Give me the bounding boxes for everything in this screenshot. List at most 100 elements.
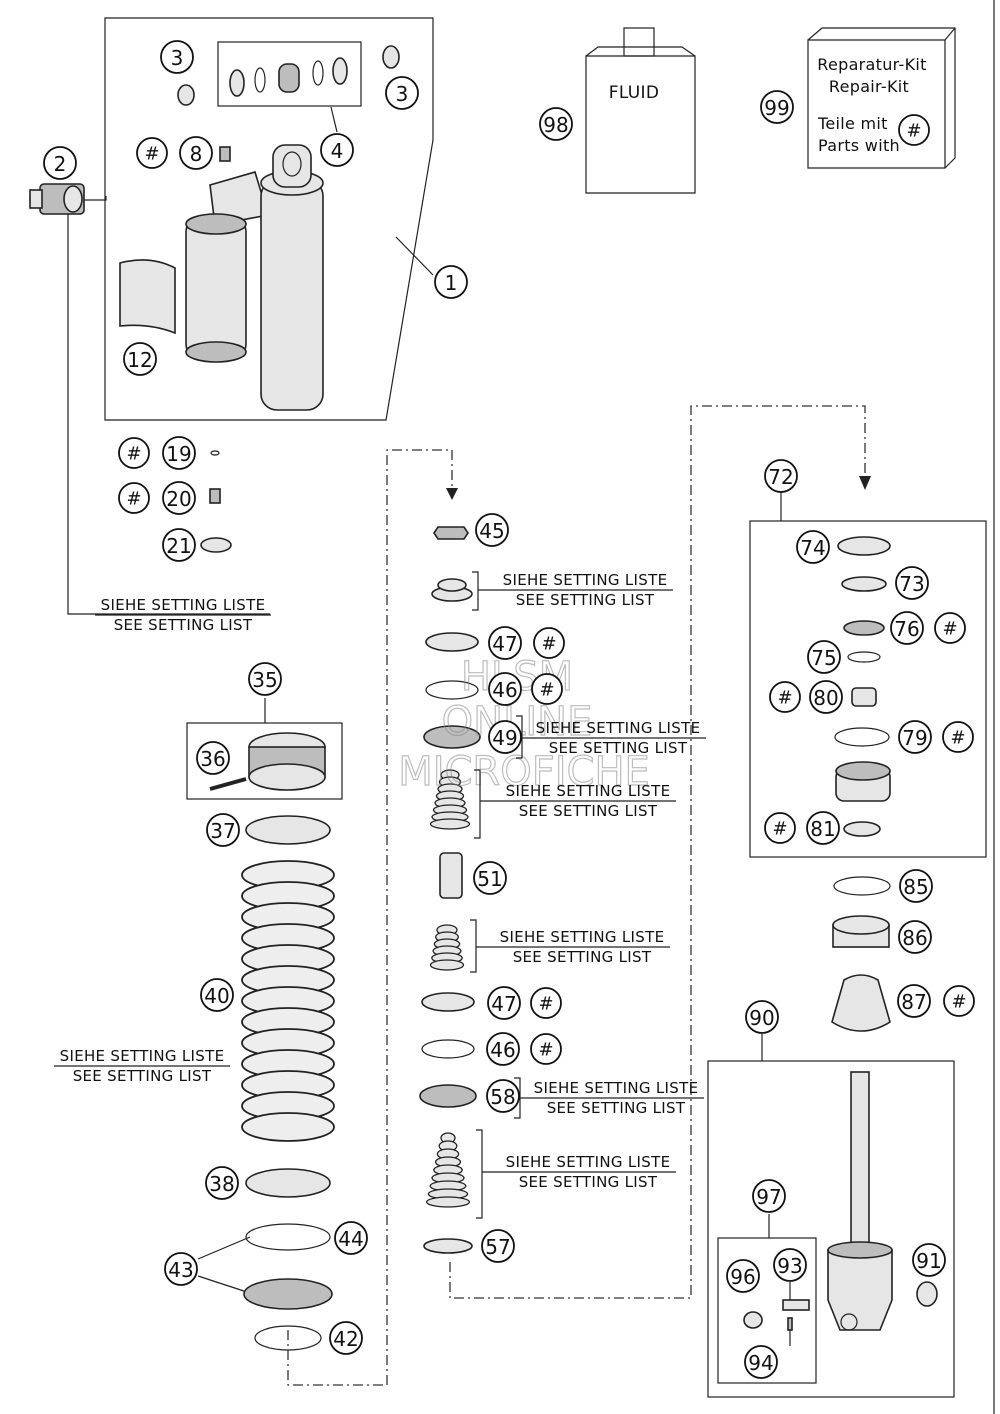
repair-kit-marker: #: [769, 681, 801, 713]
callout-44: 44: [334, 1221, 368, 1255]
callout-12: 12: [123, 342, 157, 376]
part-44-ring: [245, 1223, 331, 1251]
part-96-cap: [743, 1311, 763, 1329]
callout-label: 87: [901, 990, 926, 1014]
callout-label: 75: [811, 646, 836, 670]
part-58-piston: [419, 1084, 477, 1108]
callout-8: 8: [179, 136, 213, 170]
part-8-screw: [219, 146, 231, 162]
callout-46: 46: [488, 672, 522, 706]
part-47-ring-top: [425, 632, 479, 652]
setting-note-en: SEE SETTING LIST: [114, 616, 253, 634]
callout-76: 76: [890, 611, 924, 645]
part-38-washer: [245, 1168, 331, 1198]
callout-label: 1: [445, 271, 458, 295]
callout-73: 73: [895, 566, 929, 600]
callout-label: 36: [200, 747, 225, 771]
callout-4: 4: [320, 133, 354, 167]
setting-note-en: SEE SETTING LIST: [513, 948, 652, 966]
repair-kit-marker: #: [764, 812, 796, 844]
part-74-ring: [837, 536, 891, 556]
part-81-bushing: [843, 821, 881, 837]
callout-label: 4: [331, 139, 344, 163]
repair-kit-marker: #: [934, 612, 966, 644]
callout-label: 42: [333, 1327, 358, 1351]
part-2-valve: [29, 183, 85, 215]
marker-label: #: [772, 819, 787, 840]
repair-kit-line-3: Teile mit: [817, 114, 888, 133]
marker-label: #: [538, 994, 553, 1015]
setting-note-en: SEE SETTING LIST: [547, 1099, 686, 1117]
callout-label: 46: [492, 678, 517, 702]
callout-label: 35: [252, 668, 277, 692]
routing-lines: [29, 106, 871, 1386]
setting-note-en: SEE SETTING LIST: [549, 739, 688, 757]
repair-kit-marker: #: [530, 987, 562, 1019]
watermark-line-3: MICROFICHE: [398, 749, 650, 795]
arrow-down-left: [446, 488, 458, 500]
part-80-bushing: [851, 687, 877, 707]
callout-label: 97: [756, 1185, 781, 1209]
setting-note-de: SIEHE SETTING LISTE: [506, 1153, 671, 1171]
repair-markers: #############: [118, 114, 975, 1065]
callout-label: 96: [730, 1265, 755, 1289]
part-19-o-ring: [210, 450, 220, 456]
callout-label: 49: [492, 726, 517, 750]
dash-route-bottom: [287, 1330, 387, 1386]
repair-kit-line-2: Repair-Kit: [829, 77, 909, 96]
repair-kit-line-1: Reparatur-Kit: [817, 55, 926, 74]
leader-2: [67, 200, 270, 615]
callout-label: 45: [479, 519, 504, 543]
callout-2: 2: [43, 146, 77, 180]
frames: [104, 0, 995, 1414]
callout-58: 58: [486, 1079, 520, 1113]
callout-72: 72: [764, 459, 798, 493]
callout-label: 8: [190, 142, 203, 166]
marker-label: #: [126, 444, 141, 465]
callout-label: 47: [492, 632, 517, 656]
callout-label: 57: [485, 1235, 510, 1259]
text-labels: FLUID Reparatur-Kit Repair-Kit Teile mit…: [609, 55, 927, 155]
callout-label: 81: [810, 817, 835, 841]
repair-kit-marker: #: [942, 721, 974, 753]
part-20-valve: [209, 488, 221, 504]
part-75-ring: [847, 651, 881, 663]
marker-label: #: [942, 619, 957, 640]
callout-43: 43: [164, 1252, 198, 1286]
callout-97: 97: [752, 1179, 786, 1213]
callout-label: 38: [209, 1172, 234, 1196]
callout-80: 80: [809, 680, 843, 714]
bleeder-kit-frame: [717, 1237, 817, 1384]
leader-43a: [197, 1236, 251, 1260]
part-76-seal: [843, 620, 885, 636]
part-90-piston-rod: [827, 1071, 893, 1331]
callout-46: 46: [486, 1032, 520, 1066]
marker-label: #: [777, 688, 792, 709]
callout-38: 38: [205, 1166, 239, 1200]
callout-label: 93: [777, 1254, 802, 1278]
part-1-shock-body: [185, 144, 324, 411]
callout-label: 40: [204, 984, 229, 1008]
part-49-piston: [423, 725, 481, 749]
dash-route-right: [449, 405, 866, 1299]
part-87-bumper: [831, 974, 891, 1032]
seal-kit-frame: [217, 41, 362, 107]
callout-3: 3: [385, 76, 419, 110]
callout-label: 20: [166, 487, 191, 511]
callout-42: 42: [329, 1321, 363, 1355]
callout-49: 49: [488, 720, 522, 754]
callout-label: 80: [813, 686, 838, 710]
callout-bubbles: 1233481219202135363738404243444546464747…: [43, 40, 946, 1379]
setting-note-en: SEE SETTING LIST: [73, 1067, 212, 1085]
piston-rod-frame: [707, 1060, 955, 1398]
shim-stack-2: [429, 769, 471, 830]
callout-74: 74: [796, 530, 830, 564]
